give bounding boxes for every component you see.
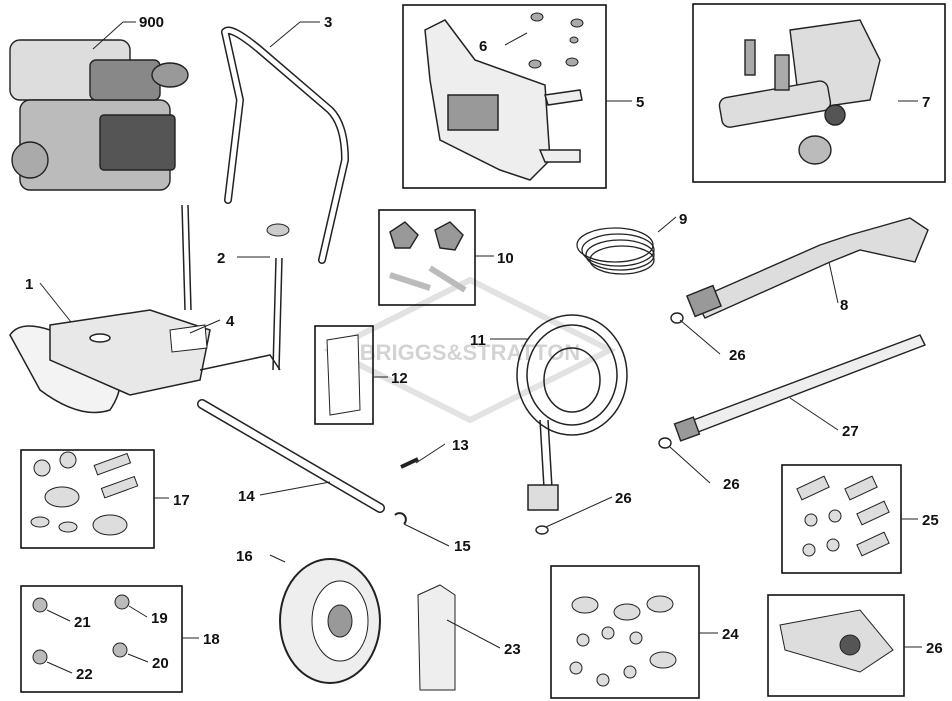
box-18 [20,585,183,693]
mount-kit-drawing [30,451,139,536]
cap-drawing [266,223,290,237]
decal-drawing [326,334,361,416]
bracket-drawing [779,609,894,673]
callout-16: 16 [236,548,253,565]
pump-drawing [718,19,881,165]
screws-6 [528,12,584,69]
callout-21: 21 [74,614,91,631]
callout-26-wand: 26 [723,476,740,493]
callout-27: 27 [842,423,859,440]
wand-drawing [673,334,926,442]
hose-reel-drawing [516,314,628,511]
callout-8: 8 [840,297,848,314]
callout-26-bracket: 26 [926,640,943,657]
box-7 [692,3,946,183]
watermark: BRIGGS&STRATTON [323,276,617,424]
callout-900: 900 [139,14,164,31]
clip-drawing [394,512,407,525]
screw-kit-drawing [796,475,890,557]
gun-drawing [685,217,929,319]
callout-13: 13 [452,437,469,454]
box-17 [20,449,155,549]
callout-20: 20 [152,655,169,672]
isolator-kit-drawing [569,595,677,687]
box-10 [378,209,476,306]
callout-25: 25 [922,512,939,529]
grease-bottle-drawing [417,584,456,691]
callout-3: 3 [324,14,332,31]
label-plate-drawing [169,324,208,353]
callout-17: 17 [173,492,190,509]
leader-lines [39,21,922,674]
pin-drawing [400,457,419,469]
callout-26-hose: 26 [615,490,632,507]
control-panel-drawing [424,19,583,181]
callout-19: 19 [151,610,168,627]
wheel-drawing [279,558,381,684]
callout-5: 5 [636,94,644,111]
hose-coil-drawing [576,227,655,275]
box-5 [402,4,607,189]
box-24 [550,565,700,699]
callout-22: 22 [76,666,93,683]
callout-23: 23 [504,641,521,658]
callout-11: 11 [470,332,486,349]
callout-6: 6 [479,38,487,55]
watermark-text: BRIGGS&STRATTON [360,340,580,365]
callout-10: 10 [497,250,514,267]
callout-1: 1 [25,276,33,293]
box-12 [314,325,374,425]
callout-12: 12 [391,370,408,387]
callout-7: 7 [922,94,930,111]
axle-drawing [197,399,385,513]
oring-drawings [535,312,684,535]
engine-drawing [9,39,189,191]
callout-18: 18 [203,631,220,648]
box-26 [767,594,905,697]
callout-2: 2 [217,250,225,267]
knob-kit-drawing [389,221,467,293]
callout-26-gun: 26 [729,347,746,364]
callout-24: 24 [722,626,739,643]
callout-4: 4 [226,313,235,330]
callout-9: 9 [679,211,687,228]
valve-kit-drawing [32,594,130,665]
callout-15: 15 [454,538,471,555]
box-25 [781,464,902,574]
callout-14: 14 [238,488,255,505]
frame-drawing [9,204,283,414]
